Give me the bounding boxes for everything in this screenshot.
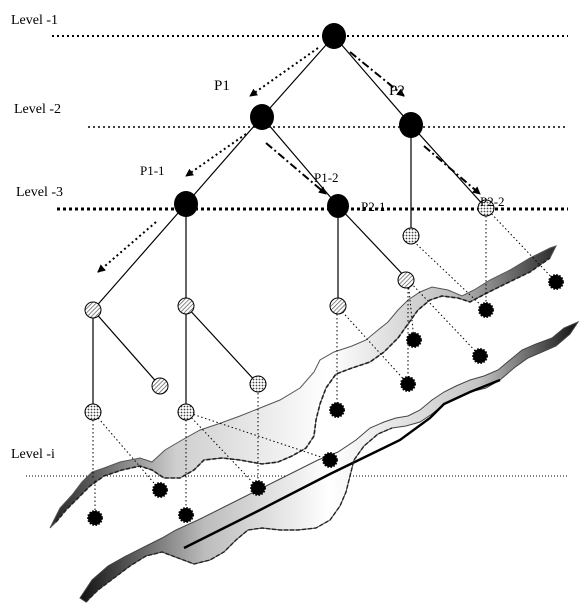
- node-p2-2: [477, 199, 495, 217]
- primary-nodes: [174, 23, 423, 218]
- direction-arrows: [97, 47, 481, 273]
- leaf-10: [87, 510, 103, 526]
- level-2-label: Level -2: [14, 102, 61, 117]
- label-p1-2: P1-2: [314, 170, 339, 185]
- leaf-4: [472, 348, 488, 364]
- leaf-8: [250, 480, 266, 496]
- leaf-5: [400, 376, 416, 392]
- leaf-3: [406, 332, 422, 348]
- level-i-label: Level -i: [11, 447, 55, 462]
- node-level5-c: [84, 403, 102, 421]
- arrow-p1-to-p1-2: [265, 142, 327, 195]
- leaf-6: [329, 402, 345, 418]
- label-p2-2: P2-2: [480, 194, 505, 209]
- tree-edges: [92, 35, 487, 412]
- label-p2: P2: [389, 83, 405, 99]
- projection-lines: [92, 207, 557, 518]
- node-level5-d: [177, 403, 195, 421]
- node-level5-a: [151, 377, 169, 395]
- arrow-root-to-p2: [349, 51, 405, 97]
- node-p1-2-child: [397, 271, 415, 289]
- leaf-nodes: [87, 274, 564, 526]
- leaf-11: [178, 507, 194, 523]
- node-level5-b: [249, 375, 267, 393]
- node-p2-1-child: [402, 227, 420, 245]
- patterned-nodes: [84, 199, 495, 421]
- node-p2: [399, 112, 423, 138]
- node-p1: [250, 104, 274, 130]
- arrow-p2-to-p2-2: [423, 145, 481, 195]
- label-p2-1: P2-1: [361, 199, 386, 214]
- leaf-9: [152, 482, 168, 498]
- arrow-root-to-p1: [249, 47, 319, 97]
- node-p1-1: [174, 191, 198, 217]
- node-p1-2: [327, 194, 349, 218]
- leaf-2: [478, 302, 494, 318]
- leaf-7: [322, 452, 338, 468]
- label-p1-1: P1-1: [140, 163, 165, 178]
- node-level4-b: [177, 297, 195, 315]
- arrow-p1-to-p1-1: [185, 133, 247, 177]
- level-1-label: Level -1: [11, 13, 58, 28]
- leaf-1: [548, 274, 564, 290]
- level-3-label: Level -3: [16, 185, 63, 200]
- root-node: [322, 23, 346, 49]
- node-level4-c: [329, 297, 347, 315]
- node-level4-a: [84, 301, 102, 319]
- arrow-p1-1-to-child: [97, 221, 157, 273]
- label-p1: P1: [214, 78, 230, 94]
- profile-surface-upper: [49, 245, 557, 529]
